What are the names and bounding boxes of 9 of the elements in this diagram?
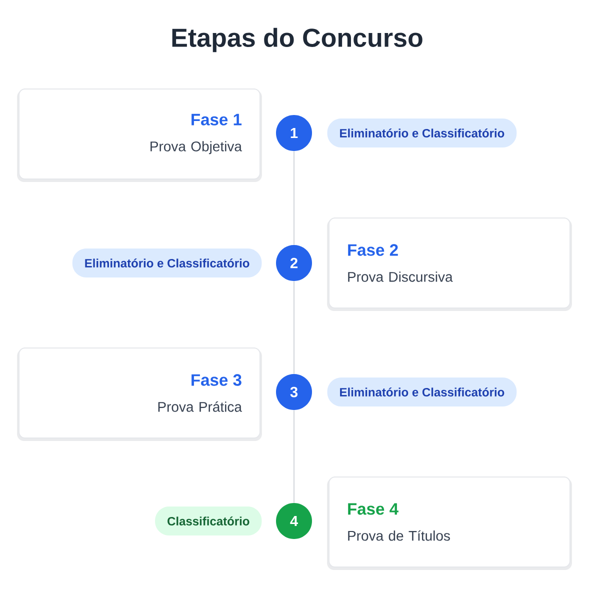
diagram-title: Etapas do Concurso <box>172 28 422 52</box>
phase-card: Fase 2 Prova Discursiva <box>327 218 572 311</box>
phase-card: Fase 1 Prova Objetiva <box>17 88 262 182</box>
status-badge: Eliminatório e Classificatório <box>327 378 517 406</box>
status-badge: Eliminatório e Classificatório <box>327 118 517 148</box>
phase-card: Fase 4 Prova de Títulos <box>327 476 572 570</box>
phase-card: Fase 3 Prova Prática <box>17 348 262 441</box>
status-badge: Classificatório <box>155 506 262 536</box>
status-badge: Eliminatório e Classificatório <box>72 248 262 278</box>
